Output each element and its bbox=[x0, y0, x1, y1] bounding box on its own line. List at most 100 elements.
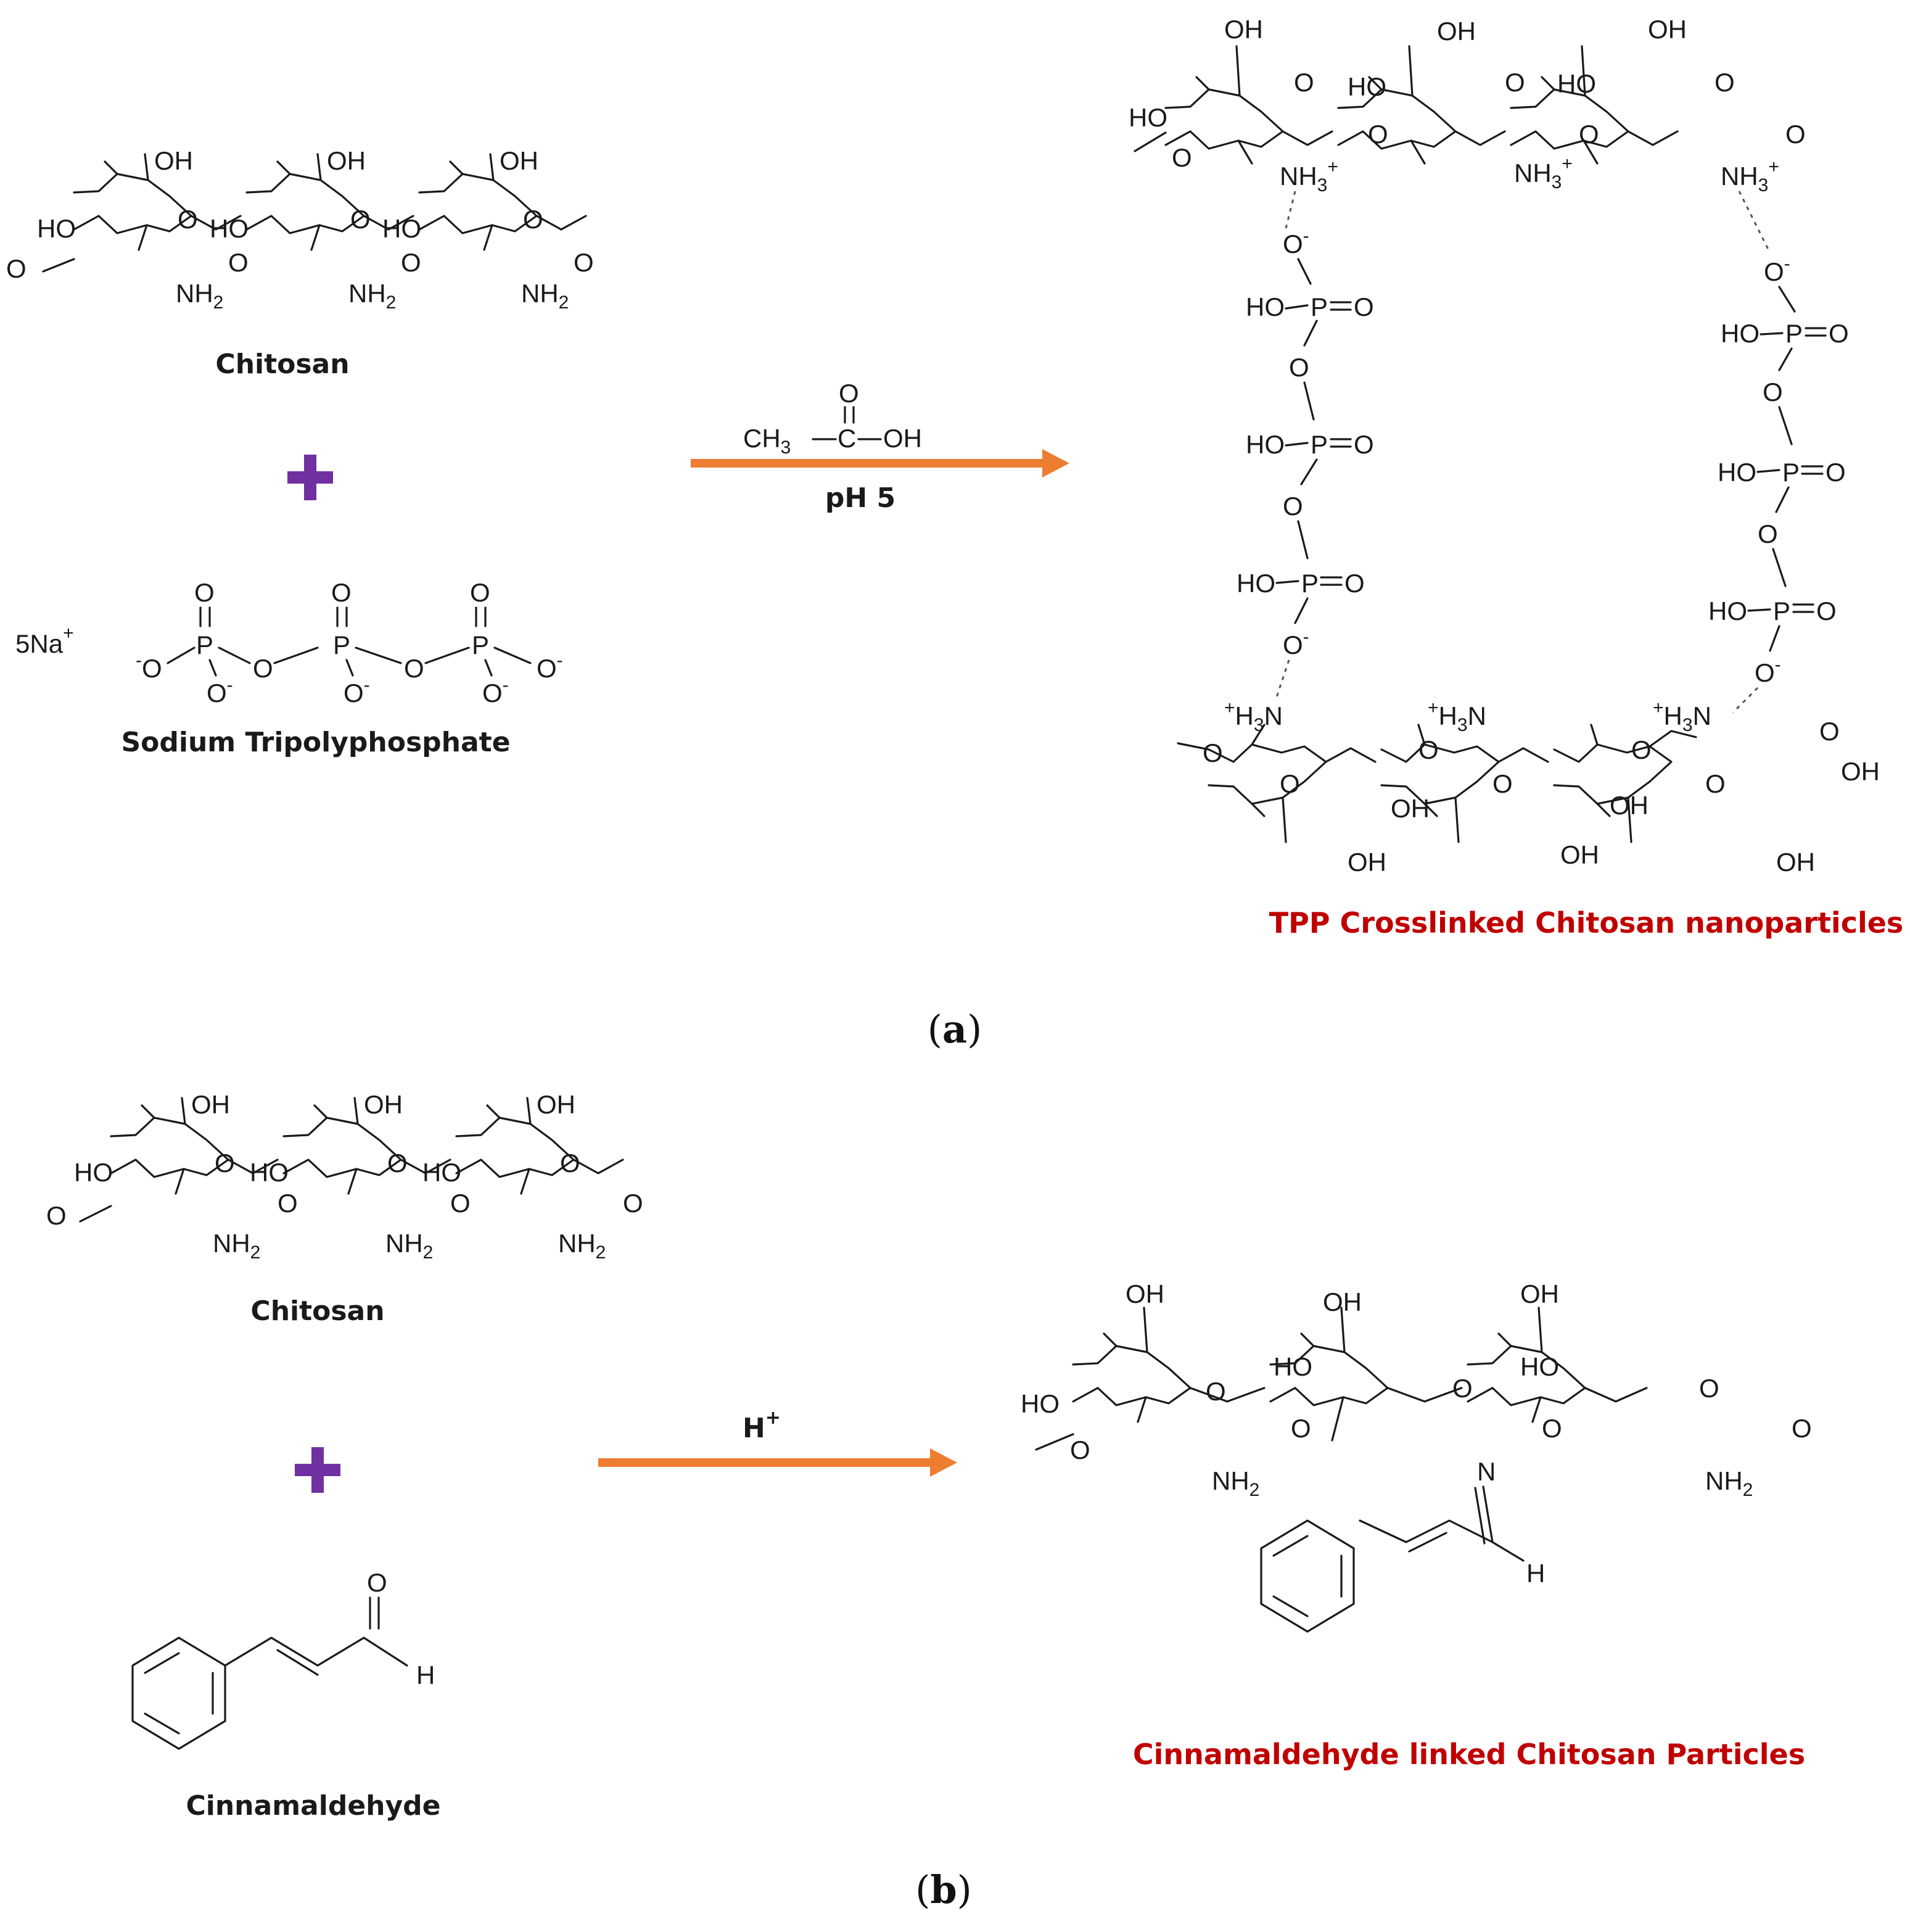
hydroxyl-label: HO bbox=[37, 214, 76, 243]
glycosidic-oxygen-label: O bbox=[450, 1189, 471, 1218]
glycosidic-oxygen-label: O bbox=[228, 248, 249, 277]
aldehyde-oxygen-label: O bbox=[367, 1568, 387, 1597]
hydroxyl-label: OH bbox=[1776, 848, 1815, 877]
ring-oxygen-label: O bbox=[178, 205, 198, 234]
oxygen-label: O bbox=[1826, 458, 1846, 487]
hydroxyl-label: OH bbox=[1348, 848, 1386, 877]
hydroxyl-label: OH bbox=[1610, 791, 1649, 820]
oxygen-anion-label: O- bbox=[1283, 627, 1309, 659]
oxygen-label: O bbox=[1344, 569, 1365, 598]
amine-label: NH2 bbox=[558, 1229, 606, 1263]
oxygen-label: O bbox=[1829, 319, 1849, 348]
hydroxyl-label: HO bbox=[74, 1158, 113, 1187]
ammonium-label: +H3N bbox=[1428, 698, 1486, 735]
glycosidic-oxygen-label: O bbox=[1291, 1414, 1311, 1443]
hydroxyl-label: OH bbox=[1323, 1287, 1362, 1316]
panel-caption-a: (a) bbox=[928, 1007, 982, 1052]
oxygen-anion-label: O- bbox=[537, 650, 563, 683]
panel-a: OH HO O NH2 O OH HO O NH2 O bbox=[6, 15, 1903, 1052]
hydroxyl-label: OH bbox=[883, 424, 922, 453]
ring-oxygen-label: O bbox=[1452, 1374, 1473, 1403]
hydroxyl-label: HO bbox=[382, 214, 421, 243]
glycosidic-oxygen-label: O bbox=[1785, 120, 1806, 149]
plus-sign bbox=[295, 1447, 340, 1493]
glycosidic-oxygen-label: O bbox=[1631, 735, 1652, 764]
phosphorus-label: P bbox=[1782, 458, 1800, 487]
amine-label: NH2 bbox=[213, 1229, 260, 1263]
hydroxyl-label: HO bbox=[210, 214, 249, 243]
glycosidic-oxygen-label: O bbox=[1070, 1435, 1090, 1464]
reaction-arrow-a bbox=[691, 449, 1069, 477]
acetic-acid-reagent: CH3 C O OH bbox=[743, 379, 922, 458]
amine-label: NH2 bbox=[1212, 1466, 1259, 1500]
tripolyphosphate-structure: 5Na+ -O P O O- O P O O- O P O O- O- bbox=[15, 578, 563, 708]
oxygen-anion-label: O- bbox=[344, 675, 370, 708]
hydroxyl-label: OH bbox=[1224, 15, 1263, 44]
ammonium-label: NH3+ bbox=[1721, 157, 1779, 196]
glycosidic-oxygen-label: O bbox=[1368, 120, 1388, 149]
methyl-label: CH3 bbox=[743, 424, 791, 458]
phosphate-hydroxyl-label: HO bbox=[1237, 569, 1275, 598]
oxygen-anion-label: O- bbox=[1283, 226, 1309, 258]
tripolyphosphate-label: Sodium Tripolyphosphate bbox=[121, 727, 510, 758]
tpp-crosslinked-product: OH OH OH HO HO HO O O O O O O O NH3+ NH3… bbox=[1129, 15, 1880, 877]
phosphate-hydroxyl-label: HO bbox=[1718, 458, 1756, 487]
glycosidic-oxygen-label: O bbox=[623, 1189, 643, 1218]
oxygen-label: O bbox=[331, 578, 352, 607]
hydroxyl-label: HO bbox=[1274, 1352, 1312, 1381]
amine-label: NH2 bbox=[176, 279, 223, 313]
bridging-oxygen-label: O bbox=[253, 654, 273, 683]
bridging-oxygen-label: O bbox=[1283, 492, 1303, 521]
hydroxyl-label: OH bbox=[1126, 1279, 1164, 1308]
ammonium-label: +H3N bbox=[1224, 698, 1283, 735]
panel-b: OH HO O NH2 O OH HO O NH2 O OH HO O NH2 … bbox=[46, 1090, 1812, 1912]
glycosidic-oxygen-label: O bbox=[46, 1201, 67, 1230]
phosphorus-label: P bbox=[333, 630, 350, 659]
phosphate-hydroxyl-label: HO bbox=[1246, 292, 1285, 321]
sodium-counterion-label: 5Na+ bbox=[15, 623, 74, 658]
oxygen-anion-label: O- bbox=[1764, 254, 1790, 286]
hydroxyl-label: OH bbox=[364, 1090, 403, 1119]
imine-hydrogen-label: H bbox=[1526, 1559, 1545, 1588]
carbonyl-oxygen-label: O bbox=[839, 379, 859, 408]
amine-label: NH2 bbox=[385, 1229, 433, 1263]
phosphorus-label: P bbox=[196, 630, 213, 659]
product-label-b: Cinnamaldehyde linked Chitosan Particles bbox=[1133, 1738, 1805, 1771]
hydroxyl-label: HO bbox=[1129, 103, 1167, 132]
glycosidic-oxygen-label: O bbox=[1542, 1414, 1562, 1443]
phosphorus-label: P bbox=[1311, 430, 1328, 459]
glycosidic-oxygen-label: O bbox=[574, 248, 594, 277]
ring-oxygen-label: O bbox=[1699, 1374, 1719, 1403]
hydroxyl-label: OH bbox=[327, 146, 366, 175]
hydroxyl-label: OH bbox=[1520, 1279, 1559, 1308]
amine-label: NH2 bbox=[521, 279, 569, 313]
phosphorus-label: P bbox=[1311, 292, 1328, 321]
carbonyl-carbon-label: C bbox=[838, 424, 856, 453]
glycosidic-oxygen-label: O bbox=[278, 1189, 298, 1218]
hydroxyl-label: OH bbox=[1841, 757, 1880, 786]
phosphate-hydroxyl-label: HO bbox=[1721, 319, 1760, 348]
phosphorus-label: P bbox=[1773, 597, 1790, 625]
glycosidic-oxygen-label: O bbox=[1819, 717, 1840, 746]
bridging-oxygen-label: O bbox=[1289, 353, 1309, 382]
phosphorus-label: P bbox=[1785, 319, 1803, 348]
hydroxyl-label: HO bbox=[1021, 1389, 1060, 1418]
phosphate-hydroxyl-label: HO bbox=[1708, 597, 1747, 625]
hydroxyl-label: OH bbox=[537, 1090, 575, 1119]
hydroxyl-label: HO bbox=[250, 1158, 289, 1187]
hydroxyl-label: HO bbox=[1348, 72, 1386, 101]
hydroxyl-label: OH bbox=[1391, 794, 1430, 823]
oxygen-label: O bbox=[470, 578, 490, 607]
ring-oxygen-label: O bbox=[560, 1149, 580, 1178]
amine-label: NH2 bbox=[1705, 1466, 1753, 1500]
ring-oxygen-label: O bbox=[1505, 68, 1525, 97]
ring-oxygen-label: O bbox=[1714, 68, 1735, 97]
glycosidic-oxygen-label: O bbox=[1792, 1414, 1812, 1443]
imine-nitrogen-label: N bbox=[1477, 1457, 1496, 1486]
phosphate-hydroxyl-label: HO bbox=[1246, 430, 1285, 459]
oxygen-label: O bbox=[1354, 292, 1374, 321]
amine-label: NH2 bbox=[348, 279, 396, 313]
hydroxyl-label: OH bbox=[191, 1090, 230, 1119]
oxygen-label: O bbox=[1816, 597, 1837, 625]
